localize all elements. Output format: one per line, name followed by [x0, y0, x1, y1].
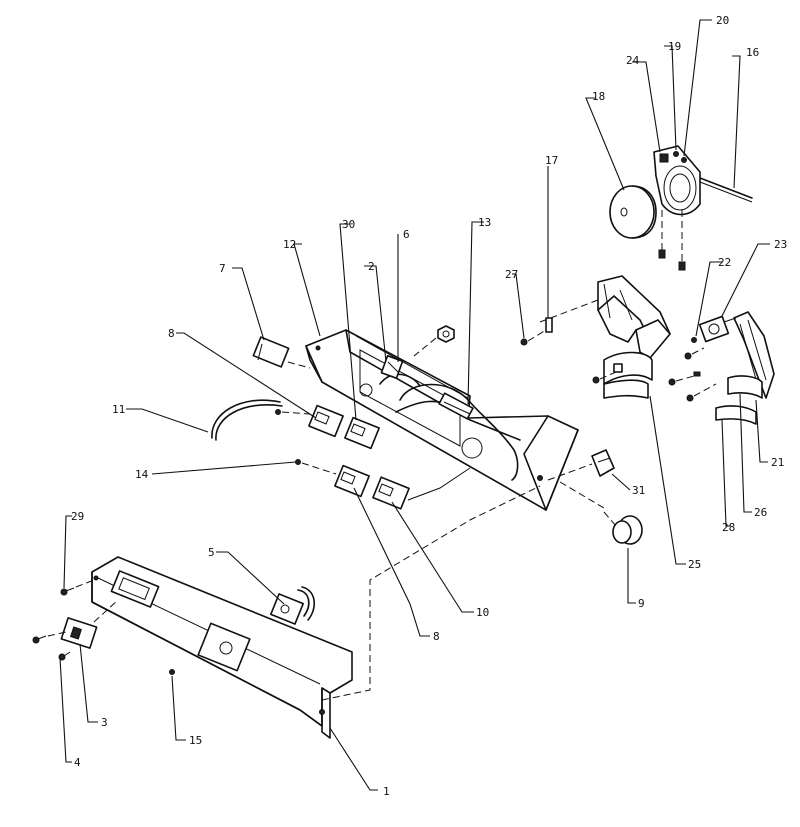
- callout-6: 6: [403, 228, 410, 241]
- part-31-clip: [547, 449, 615, 509]
- callout-15: 15: [189, 734, 202, 747]
- callout-13: 13: [478, 216, 491, 229]
- callout-23: 23: [774, 238, 787, 251]
- part-7-connector: [252, 336, 311, 369]
- part-25-paddle: [592, 351, 653, 399]
- part-26-paddle: [727, 375, 763, 399]
- main-bracket-housing: [305, 329, 579, 511]
- callout-4: 4: [74, 756, 81, 769]
- part-20-pin: [681, 157, 687, 163]
- callout-17: 17: [545, 154, 558, 167]
- assembly-line-plate: [321, 485, 541, 701]
- part-23-solenoid: [698, 315, 737, 343]
- callout-1: 1: [383, 785, 390, 798]
- part-16-shaft: [699, 177, 753, 203]
- callout-16: 16: [746, 46, 759, 59]
- callout-5: 5: [208, 546, 215, 559]
- hex-nut: [413, 325, 455, 357]
- gearbox-screws: [658, 210, 686, 271]
- part-27-screw: [520, 329, 547, 346]
- callout-9: 9: [638, 597, 645, 610]
- part-1-front-plate: [91, 556, 353, 739]
- callout-29: 29: [71, 510, 84, 523]
- part-9-knob: [603, 511, 643, 545]
- callout-19: 19: [668, 40, 681, 53]
- part-15-screw: [169, 669, 175, 675]
- callout-labels: 1 2 3 4 5 6 7 8 8 9 10 11 12 13 14 15 16…: [71, 14, 787, 798]
- callout-22: 22: [718, 256, 731, 269]
- screws-right-group: [668, 371, 717, 402]
- part-29-screw: [60, 579, 95, 596]
- part-10-switch: [372, 467, 471, 510]
- callout-8-upper: 8: [168, 327, 175, 340]
- callout-28: 28: [722, 521, 735, 534]
- callout-27: 27: [505, 268, 518, 281]
- callout-25: 25: [688, 558, 701, 571]
- part-17-clip: [545, 317, 553, 333]
- callout-7: 7: [219, 262, 226, 275]
- callout-8-lower: 8: [433, 630, 440, 643]
- callout-24: 24: [626, 54, 640, 67]
- part-6-clip: [380, 355, 404, 379]
- leader-lines: [59, 19, 770, 791]
- part-3-latch: [47, 599, 119, 649]
- callout-18: 18: [592, 90, 605, 103]
- callout-14: 14: [135, 468, 149, 481]
- part-22-screw: [684, 337, 705, 360]
- part-8-switch-upper: [275, 404, 344, 438]
- part-24-gearbox: [653, 145, 701, 216]
- callout-26: 26: [754, 506, 767, 519]
- callout-21: 21: [771, 456, 784, 469]
- callout-12: 12: [283, 238, 296, 251]
- actuator-body: [539, 275, 671, 359]
- callout-3: 3: [101, 716, 108, 729]
- part-5-switch: [270, 586, 315, 625]
- callout-30: 30: [342, 218, 355, 231]
- callout-11: 11: [112, 403, 125, 416]
- callout-10: 10: [476, 606, 489, 619]
- part-19-screw: [673, 151, 679, 157]
- part-28-paddle: [715, 405, 757, 425]
- part-18-motor: [609, 185, 657, 239]
- callout-2: 2: [368, 260, 375, 273]
- part-21-lever: [733, 311, 775, 399]
- callout-20: 20: [716, 14, 729, 27]
- part-8-switch-lower: [295, 459, 370, 498]
- part-11-wire: [211, 399, 283, 441]
- part-30-switch: [344, 416, 380, 450]
- part-4-screw: [32, 635, 71, 661]
- callout-31: 31: [632, 484, 645, 497]
